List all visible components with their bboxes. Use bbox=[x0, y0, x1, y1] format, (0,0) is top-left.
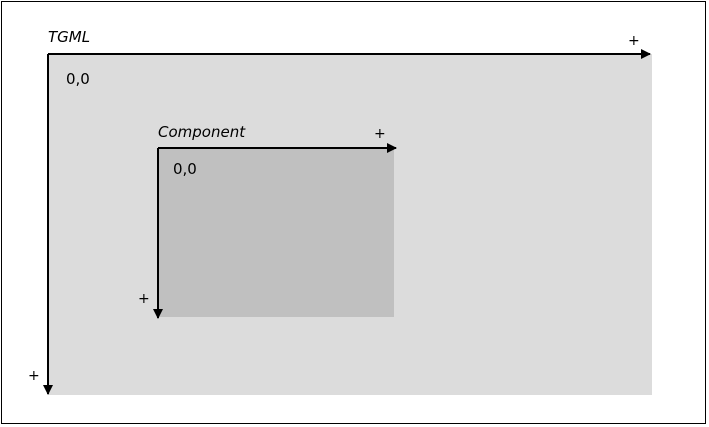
component-x-positive-sign: + bbox=[374, 126, 386, 142]
tgml-x-positive-sign: + bbox=[628, 33, 640, 49]
component-title: Component bbox=[158, 123, 246, 141]
component-area bbox=[158, 148, 394, 317]
tgml-origin-label: 0,0 bbox=[66, 70, 90, 88]
component-y-positive-sign: + bbox=[138, 291, 150, 307]
tgml-title: TGML bbox=[48, 28, 91, 46]
tgml-y-positive-sign: + bbox=[28, 368, 40, 384]
component-origin-label: 0,0 bbox=[173, 160, 197, 178]
